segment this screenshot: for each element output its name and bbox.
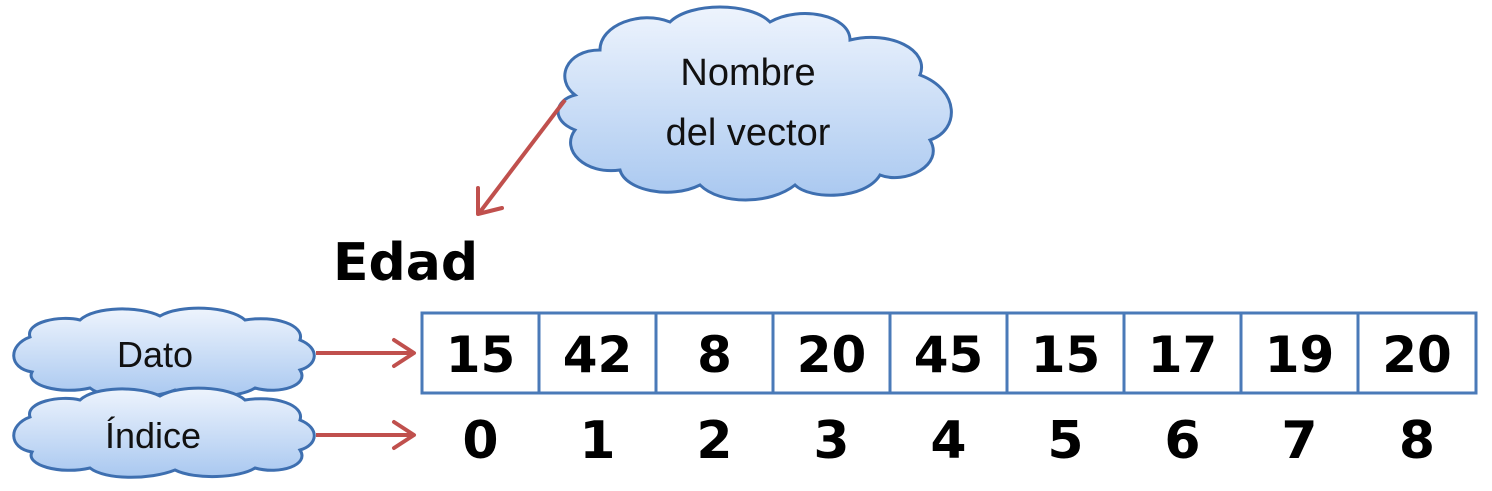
vector-name-cloud: Nombre del vector bbox=[556, 5, 953, 202]
vector-cell: 20 3 bbox=[771, 311, 892, 471]
cell-index: 1 bbox=[579, 411, 615, 471]
cell-value: 8 bbox=[697, 326, 732, 384]
vector-cell: 8 2 bbox=[654, 311, 775, 471]
index-cloud-label: Índice bbox=[105, 415, 201, 456]
vector-cells: 15 0 42 1 8 2 20 3 45 4 15 5 bbox=[420, 311, 1478, 471]
cell-value: 17 bbox=[1148, 326, 1218, 384]
cell-index: 4 bbox=[930, 411, 966, 471]
index-cloud: Índice bbox=[12, 386, 316, 479]
cell-index: 7 bbox=[1281, 411, 1317, 471]
cell-value: 20 bbox=[797, 326, 867, 384]
cell-index: 2 bbox=[696, 411, 732, 471]
cell-value: 15 bbox=[1031, 326, 1101, 384]
vector-cell: 17 6 bbox=[1122, 311, 1243, 471]
cell-index: 8 bbox=[1399, 411, 1435, 471]
cell-index: 0 bbox=[462, 411, 498, 471]
index-arrow bbox=[316, 420, 416, 450]
data-cloud: Dato bbox=[12, 306, 316, 399]
name-cloud-line2: del vector bbox=[666, 112, 831, 154]
cell-index: 3 bbox=[813, 411, 849, 471]
cell-index: 6 bbox=[1164, 411, 1200, 471]
cell-value: 20 bbox=[1382, 326, 1452, 384]
name-cloud-line1: Nombre bbox=[680, 52, 815, 94]
cell-value: 19 bbox=[1265, 326, 1335, 384]
name-arrow bbox=[476, 98, 567, 216]
cell-index: 5 bbox=[1047, 411, 1083, 471]
vector-cell: 19 7 bbox=[1239, 311, 1360, 471]
vector-cell: 15 5 bbox=[1005, 311, 1126, 471]
cell-value: 42 bbox=[563, 326, 633, 384]
vector-cell: 45 4 bbox=[888, 311, 1009, 471]
data-cloud-label: Dato bbox=[117, 334, 193, 375]
cell-value: 15 bbox=[446, 326, 516, 384]
vector-cell: 15 0 bbox=[420, 311, 541, 471]
vector-cell: 42 1 bbox=[537, 311, 658, 471]
vector-cell: 20 8 bbox=[1356, 311, 1478, 471]
data-arrow bbox=[316, 338, 416, 368]
vector-name: Edad bbox=[333, 233, 478, 293]
cell-value: 45 bbox=[914, 326, 984, 384]
